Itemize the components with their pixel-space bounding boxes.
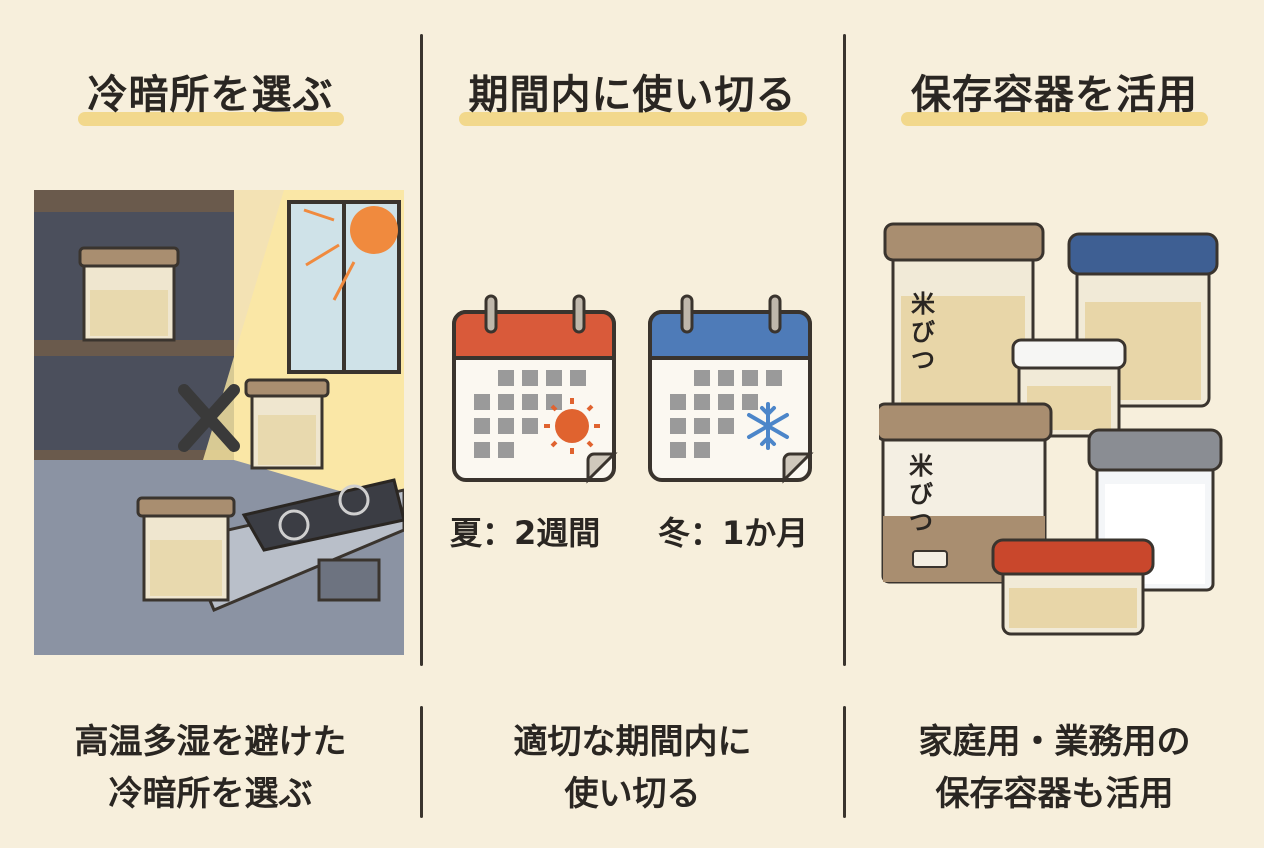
- panel-title: 期間内に使い切る: [422, 62, 843, 126]
- panel-title-text: 期間内に使い切る: [458, 62, 807, 126]
- caption-line-2: 保存容器も活用: [935, 774, 1174, 814]
- panel-title-text: 保存容器を活用: [901, 62, 1208, 126]
- caption-line-2: 冷暗所を選ぶ: [108, 774, 313, 814]
- divider-right-bottom: [843, 706, 846, 818]
- x-mark-icon: [178, 384, 240, 452]
- panel-caption: 適切な期間内に 使い切る: [422, 716, 843, 820]
- sun-icon: [350, 206, 398, 254]
- winter-period-label: 冬：1か月: [658, 514, 809, 552]
- caption-line-1: 家庭用・業務用の: [918, 722, 1191, 762]
- summer-calendar: [452, 294, 618, 484]
- caption-line-1: 高温多湿を避けた: [74, 722, 347, 762]
- divider-left: [420, 34, 423, 666]
- panel-caption: 家庭用・業務用の 保存容器も活用: [845, 716, 1264, 820]
- kitchen-illustration: [34, 190, 404, 655]
- rice-bin-label: 米びつ: [909, 452, 933, 536]
- panel-storage-containers: 保存容器を活用 米びつ 米びつ 家庭用・業務用の 保存容器も活用: [845, 0, 1264, 848]
- rice-bin-label: 米びつ: [911, 290, 935, 374]
- panel-title-text: 冷暗所を選ぶ: [77, 62, 344, 126]
- caption-line-1: 適切な期間内に: [513, 722, 752, 762]
- panel-caption: 高温多湿を避けた 冷暗所を選ぶ: [0, 716, 421, 820]
- panel-cool-dark-place: 冷暗所を選ぶ: [0, 0, 421, 848]
- winter-calendar: [648, 294, 814, 484]
- caption-line-2: 使い切る: [564, 774, 701, 814]
- summer-period-label: 夏：2週間: [450, 514, 601, 552]
- snowflake-icon: [747, 402, 789, 450]
- panel-title: 冷暗所を選ぶ: [0, 62, 421, 126]
- sun-icon: [544, 398, 600, 454]
- divider-right: [843, 34, 846, 666]
- panel-use-within-period: 期間内に使い切る 夏：2週間: [422, 0, 843, 848]
- divider-left-bottom: [420, 706, 423, 818]
- panel-title: 保存容器を活用: [845, 62, 1264, 126]
- containers-illustration: [879, 222, 1223, 636]
